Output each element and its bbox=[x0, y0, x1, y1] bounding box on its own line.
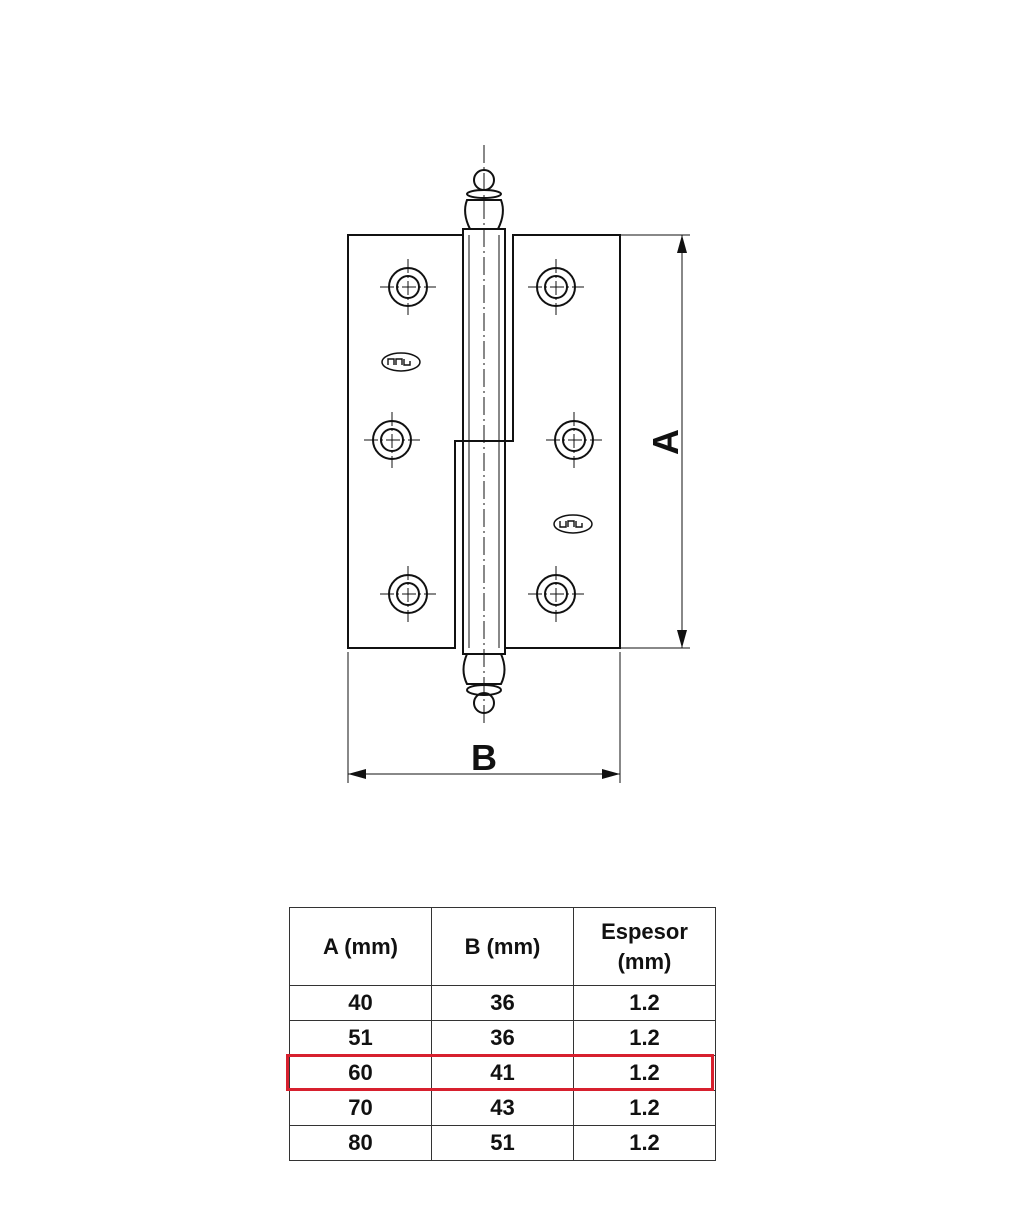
cell-espesor: 1.2 bbox=[573, 1020, 716, 1056]
screw-hole-icon bbox=[528, 566, 584, 622]
cell-a: 40 bbox=[289, 985, 432, 1021]
header-espesor: Espesor (mm) bbox=[573, 907, 716, 986]
table-row: 70 43 1.2 bbox=[289, 1090, 716, 1126]
hinge-diagram: A B bbox=[347, 145, 690, 783]
screw-hole-icon bbox=[380, 566, 436, 622]
screw-hole-icon bbox=[364, 412, 420, 468]
table-row-highlighted: 60 41 1.2 bbox=[289, 1055, 716, 1091]
screw-hole-icon bbox=[380, 259, 436, 315]
table-header-row: A (mm) B (mm) Espesor (mm) bbox=[289, 907, 716, 986]
table-row: 80 51 1.2 bbox=[289, 1125, 716, 1161]
dimension-a-label: A bbox=[645, 429, 686, 455]
logo-mark-right bbox=[553, 514, 593, 534]
cell-a: 80 bbox=[289, 1125, 432, 1161]
cell-espesor: 1.2 bbox=[573, 985, 716, 1021]
table-row: 40 36 1.2 bbox=[289, 985, 716, 1021]
cell-b: 51 bbox=[431, 1125, 574, 1161]
logo-mark-left bbox=[381, 352, 421, 372]
screw-hole-icon bbox=[528, 259, 584, 315]
cell-b: 41 bbox=[431, 1055, 574, 1091]
cell-b: 36 bbox=[431, 1020, 574, 1056]
cell-espesor: 1.2 bbox=[573, 1090, 716, 1126]
cell-a: 70 bbox=[289, 1090, 432, 1126]
dimensions-table: A (mm) B (mm) Espesor (mm) 40 36 1.2 51 … bbox=[289, 907, 716, 1161]
header-espesor-text: Espesor (mm) bbox=[601, 918, 688, 974]
cell-b: 43 bbox=[431, 1090, 574, 1126]
dimension-b bbox=[347, 652, 621, 783]
dimension-a bbox=[620, 234, 690, 649]
screw-hole-icon bbox=[546, 412, 602, 468]
cell-a: 60 bbox=[289, 1055, 432, 1091]
table-row: 51 36 1.2 bbox=[289, 1020, 716, 1056]
cell-espesor: 1.2 bbox=[573, 1125, 716, 1161]
cell-a: 51 bbox=[289, 1020, 432, 1056]
dimension-b-label: B bbox=[471, 737, 497, 778]
header-b: B (mm) bbox=[431, 907, 574, 986]
cell-b: 36 bbox=[431, 985, 574, 1021]
cell-espesor: 1.2 bbox=[573, 1055, 716, 1091]
header-a: A (mm) bbox=[289, 907, 432, 986]
